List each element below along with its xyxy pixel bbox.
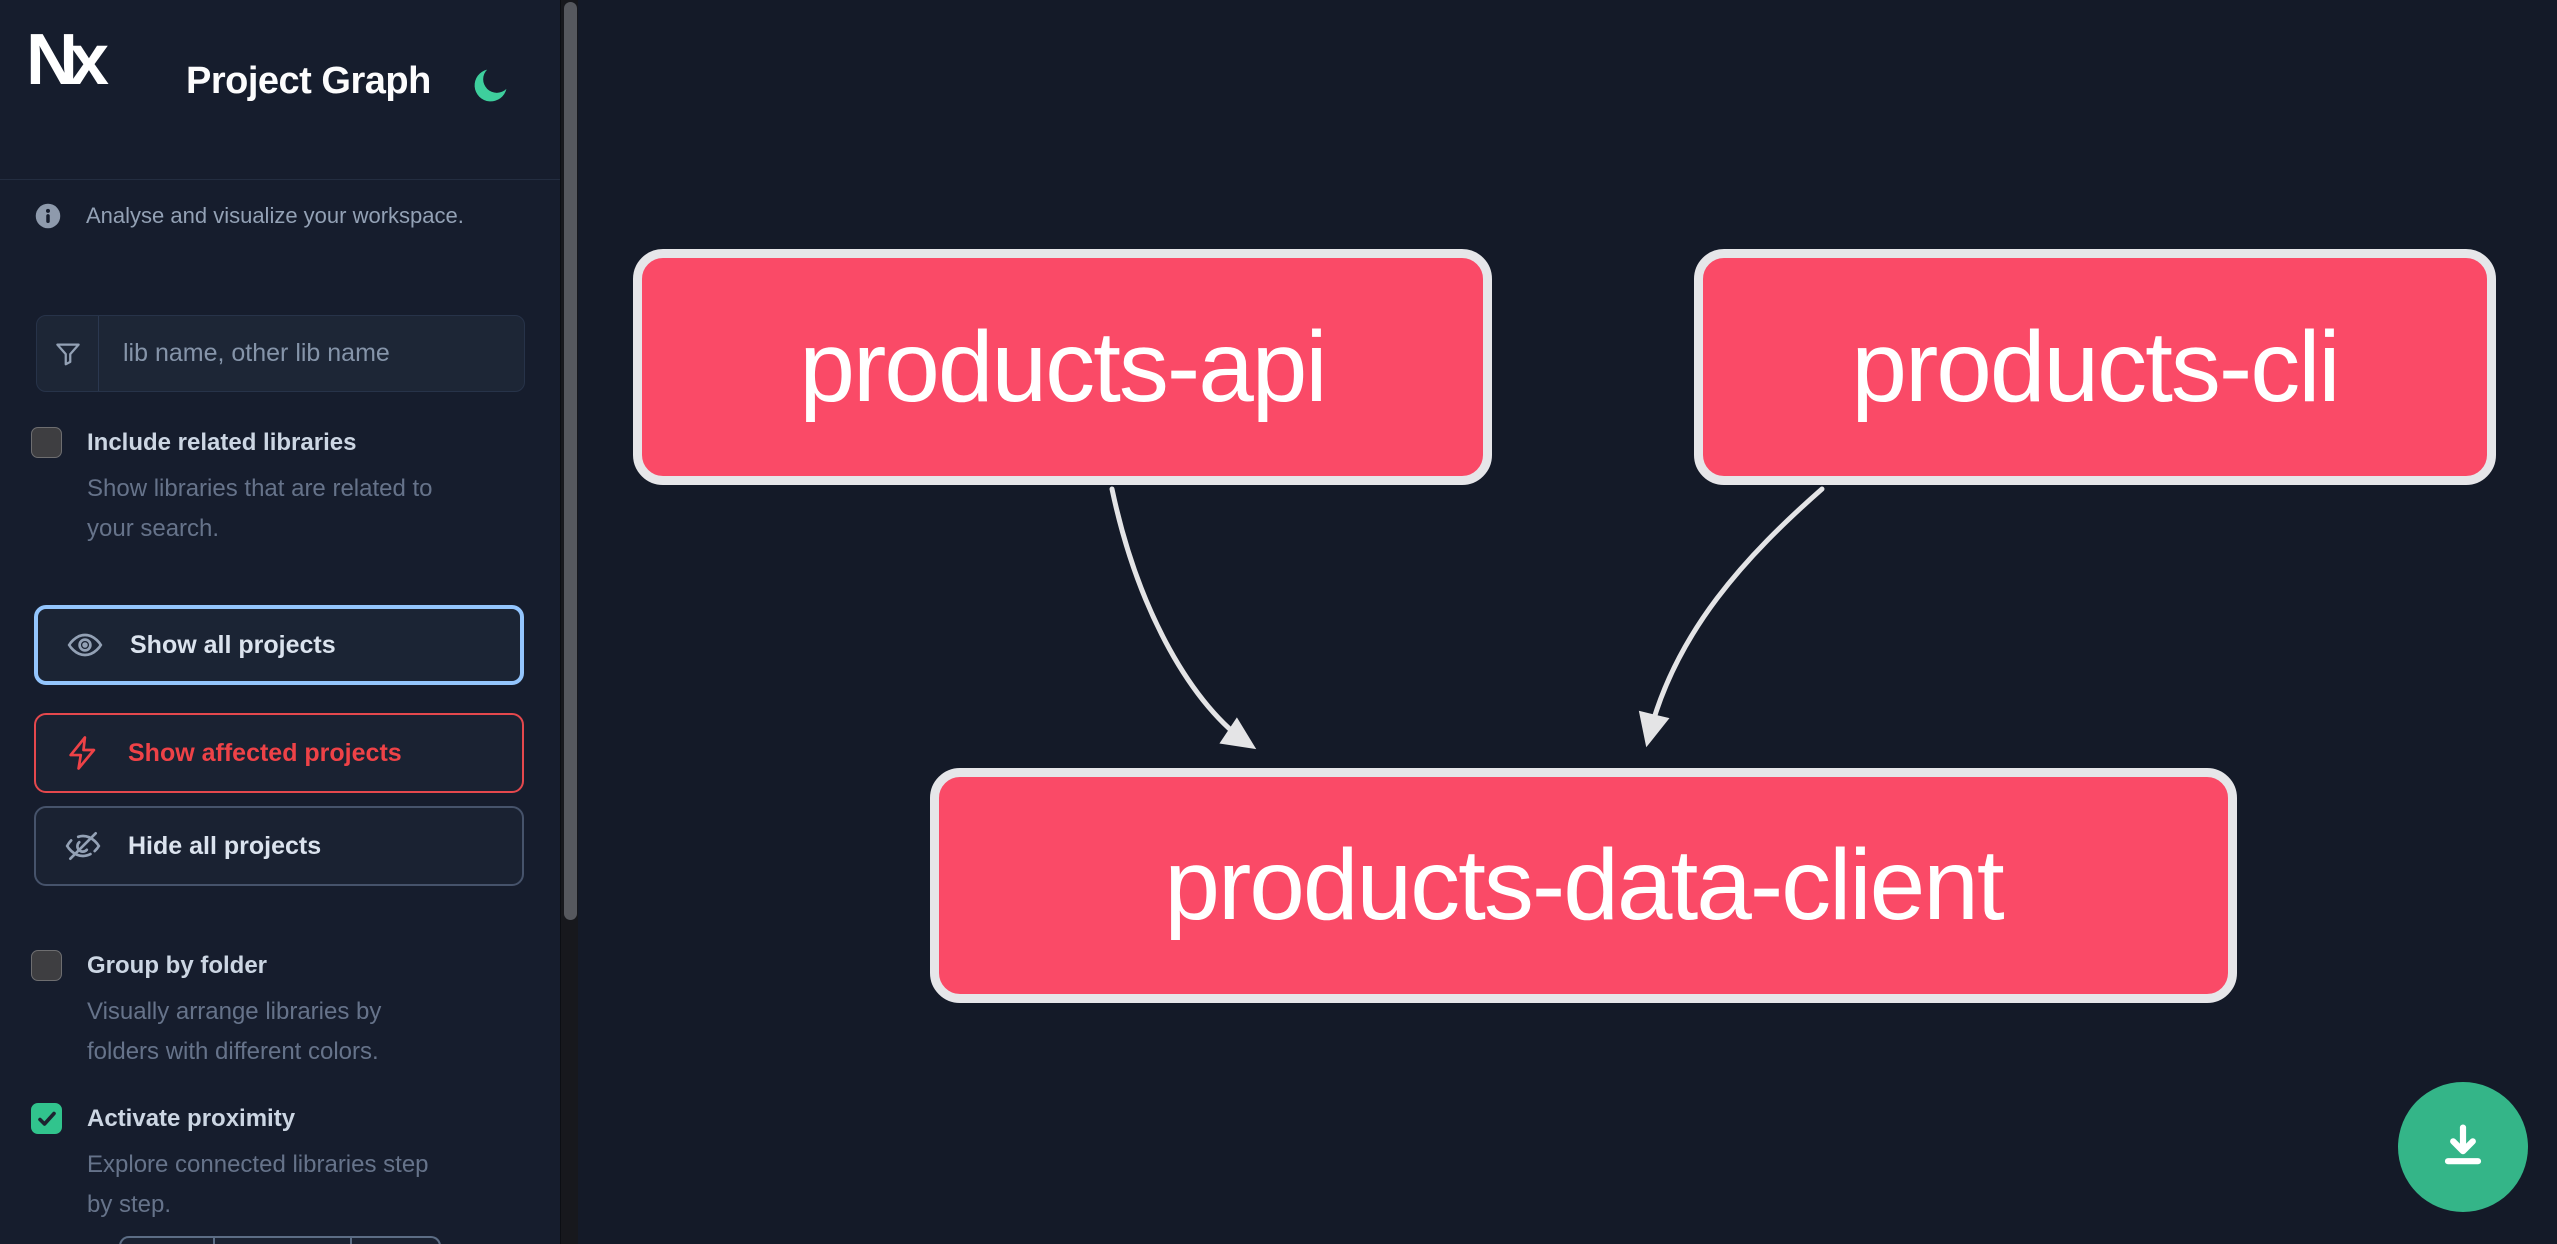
checkmark-icon [37,1111,56,1126]
download-image-button[interactable] [2398,1082,2528,1212]
node-products-data-client[interactable]: products-data-client [930,768,2237,1003]
moon-icon[interactable] [470,64,512,106]
segment-divider [213,1238,215,1244]
checkbox-description: Explore connected libraries step by step… [87,1151,429,1218]
checkbox-description: Show libraries that are related to your … [87,475,433,542]
sidebar-scrollbar-track[interactable] [560,0,578,1244]
segment-divider [350,1238,352,1244]
checkbox-label: Activate proximity [87,1105,296,1132]
svg-text:Nx: Nx [30,28,109,90]
sidebar-header: Nx Project Graph [0,0,560,180]
tagline-text: Analyse and visualize your workspace. [86,203,464,228]
bottom-segmented-control[interactable] [119,1236,441,1244]
sidebar-scrollbar-thumb[interactable] [563,2,577,920]
checkbox-label: Include related libraries [87,429,357,456]
checkbox-row-group-by-folder: Group by folder Visually arrange librari… [31,948,531,1068]
hide-all-projects-button[interactable]: Hide all projects [34,806,524,886]
checkbox-description: Visually arrange libraries by folders wi… [87,998,382,1065]
sidebar: Nx Project Graph Analyse and visualize y… [0,0,560,1244]
search-input[interactable] [99,316,524,391]
edge-products-cli-to-data-client [1638,486,1825,748]
checkbox-row-activate-proximity: Activate proximity Explore connected lib… [31,1101,531,1241]
node-label: products-data-client [1164,829,2004,941]
checkbox-label: Group by folder [87,952,267,979]
graph-canvas[interactable]: products-api products-cli products-data-… [578,0,2557,1244]
bolt-icon [69,736,96,770]
show-affected-projects-button[interactable]: Show affected projects [34,713,524,793]
dependency-edges [1109,486,1825,750]
node-products-api[interactable]: products-api [633,249,1492,485]
tagline-row: Analyse and visualize your workspace. [34,202,464,230]
funnel-icon [37,316,99,391]
include-related-checkbox[interactable] [31,427,62,458]
button-label: Show affected projects [128,738,402,767]
button-label: Hide all projects [128,831,322,860]
activate-proximity-checkbox[interactable] [31,1103,62,1134]
eye-icon [67,633,103,657]
show-all-projects-button[interactable]: Show all projects [34,605,524,685]
group-by-folder-checkbox[interactable] [31,950,62,981]
node-products-cli[interactable]: products-cli [1694,249,2496,485]
node-label: products-api [799,310,1327,423]
info-icon [35,203,61,229]
search-box [36,315,525,392]
button-label: Show all projects [130,630,336,659]
nx-logo: Nx [30,28,118,90]
checkbox-row-include-related: Include related libraries Show libraries… [31,425,531,545]
download-icon [2444,1124,2482,1165]
page-title: Project Graph [186,60,431,102]
edge-products-api-to-data-client [1109,486,1257,750]
node-label: products-cli [1851,310,2340,423]
eye-off-icon [65,831,101,861]
